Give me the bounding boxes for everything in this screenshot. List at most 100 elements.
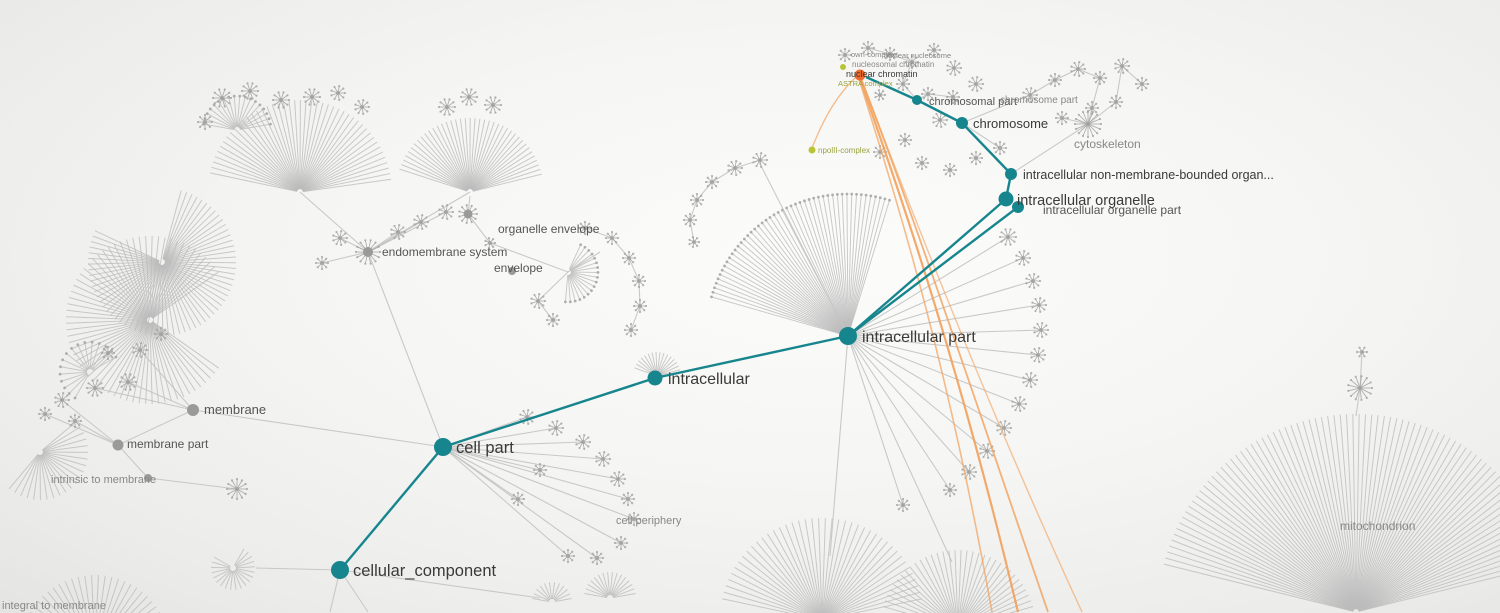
- burst-tip: [907, 82, 911, 86]
- node-label[interactable]: nucleosomal chromatin: [852, 60, 934, 69]
- node-label[interactable]: integral to membrane: [2, 600, 106, 612]
- node-label[interactable]: endomembrane system: [382, 245, 507, 259]
- burst-tip: [522, 409, 525, 413]
- node-label[interactable]: nuclear chromatin: [846, 69, 918, 79]
- graph-node-astra-complex[interactable]: [840, 64, 846, 70]
- burst-tip: [1119, 105, 1122, 108]
- burst-tip: [621, 256, 625, 260]
- cluster-fan-spoke: [612, 592, 636, 598]
- node-label[interactable]: intracellular: [668, 371, 750, 388]
- cluster-fan-tip: [596, 275, 599, 279]
- node-label[interactable]: cell periphery: [616, 515, 682, 527]
- burst-tip: [893, 48, 896, 51]
- graph-node-intracellular-organelle[interactable]: [998, 191, 1014, 207]
- cluster-fan-spoke: [302, 167, 389, 192]
- burst-tip: [1140, 76, 1144, 80]
- graph-node-intracellular[interactable]: [647, 370, 663, 386]
- cluster-fan-spoke: [92, 235, 160, 262]
- graph-node-cellular-component[interactable]: [331, 561, 349, 579]
- graph-node-intracellular-non-membrane-bounded-organelle[interactable]: [1005, 168, 1017, 180]
- cluster-fan-spoke: [61, 372, 88, 382]
- cluster-fan-spoke: [162, 192, 188, 260]
- node-label[interactable]: intracellular non-membrane-bounded organ…: [1023, 168, 1274, 182]
- graph-node-intracellular-organelle-part[interactable]: [1012, 201, 1024, 213]
- burst-tip: [164, 328, 167, 331]
- node-label[interactable]: chromosome part: [1000, 95, 1078, 106]
- graph-node-organelle-envelope[interactable]: [463, 209, 473, 219]
- burst-tip: [1104, 76, 1108, 80]
- node-label[interactable]: intracellular organelle part: [1043, 203, 1182, 217]
- cluster-fan-tip: [60, 379, 63, 383]
- node-label[interactable]: cellular_component: [353, 562, 497, 580]
- burst-tip: [493, 241, 497, 245]
- node-label[interactable]: cytoskeleton: [1074, 137, 1141, 151]
- cluster-fan-spoke: [218, 101, 236, 128]
- graph-node-envelope[interactable]: [508, 267, 516, 275]
- graph-edge: [1077, 68, 1101, 79]
- node-label[interactable]: organelle envelope: [498, 222, 600, 236]
- node-label[interactable]: npolII-complex: [818, 146, 870, 155]
- burst-spoke: [238, 489, 246, 495]
- graph-node-membrane-part[interactable]: [112, 439, 124, 451]
- node-label[interactable]: ASTRA complex: [838, 79, 893, 88]
- cluster-fan-spoke: [301, 111, 345, 190]
- node-label[interactable]: chromosomal part: [929, 96, 1017, 108]
- burst-tip: [634, 309, 637, 312]
- cluster-fan-spoke: [1357, 450, 1472, 610]
- burst-tip: [562, 559, 565, 562]
- cluster-fan-spoke: [610, 574, 623, 596]
- cluster-fan-spoke: [102, 250, 149, 318]
- graph-node-nuclear-chromatin[interactable]: [854, 69, 866, 81]
- burst-center: [551, 318, 555, 322]
- burst-tip: [57, 392, 60, 396]
- burst-tip: [633, 284, 636, 287]
- cluster-fan-spoke: [1320, 416, 1356, 610]
- node-label[interactable]: nuclear nucleosome: [884, 51, 951, 60]
- burst-tip: [100, 351, 104, 355]
- cluster-fan-spoke: [151, 321, 211, 379]
- node-label[interactable]: envelope: [494, 261, 543, 275]
- cluster-fan-spoke: [416, 139, 469, 191]
- graph-edge: [847, 236, 1009, 337]
- cluster-fan-spoke: [300, 102, 324, 190]
- node-label[interactable]: chromosome: [973, 116, 1048, 131]
- burst-tip: [302, 95, 306, 99]
- burst-tip: [623, 261, 626, 264]
- graph-node-npolii-complex[interactable]: [808, 146, 816, 154]
- node-label[interactable]: cell part: [456, 439, 514, 457]
- burst-tip: [1025, 277, 1028, 280]
- cluster-fan-tip: [845, 192, 849, 196]
- burst-tip: [633, 256, 637, 260]
- burst-tip: [619, 547, 623, 551]
- node-label[interactable]: membrane: [204, 402, 266, 417]
- burst-tip: [739, 162, 742, 165]
- graph-node-endomembrane-system[interactable]: [363, 247, 373, 257]
- burst-tip: [251, 97, 254, 100]
- graph-node-intrinsic-to-membrane[interactable]: [144, 474, 152, 482]
- node-label[interactable]: intracellular part: [862, 329, 976, 346]
- graph-node-chromosomal-part[interactable]: [912, 95, 922, 105]
- node-label[interactable]: membrane part: [127, 437, 209, 451]
- cluster-fan-spoke: [1267, 434, 1356, 610]
- burst-tip: [448, 113, 451, 116]
- graph-node-chromosome[interactable]: [956, 117, 968, 129]
- graph-node-membrane[interactable]: [187, 404, 199, 416]
- node-label[interactable]: intrinsic to membrane: [51, 474, 156, 486]
- graph-node-intracellular-part[interactable]: [839, 327, 857, 345]
- cluster-fan-spoke: [570, 267, 598, 273]
- burst-tip: [1358, 355, 1361, 358]
- burst-tip: [357, 99, 360, 103]
- cluster-fan-spoke: [848, 198, 886, 334]
- node-label[interactable]: mitochondrion: [1340, 519, 1415, 533]
- node-label[interactable]: intracellular organelle: [1017, 193, 1155, 209]
- graph-node-cell-part[interactable]: [434, 438, 452, 456]
- cluster-fan-spoke: [8, 453, 39, 490]
- burst-tip: [908, 143, 911, 146]
- node-label[interactable]: own-complex: [851, 50, 895, 59]
- cluster-fan-spoke: [91, 575, 94, 613]
- cluster-fan-spoke: [602, 572, 610, 596]
- burst-tip: [67, 419, 71, 423]
- cluster-fan-spoke: [1358, 560, 1500, 612]
- burst-tip: [155, 328, 158, 331]
